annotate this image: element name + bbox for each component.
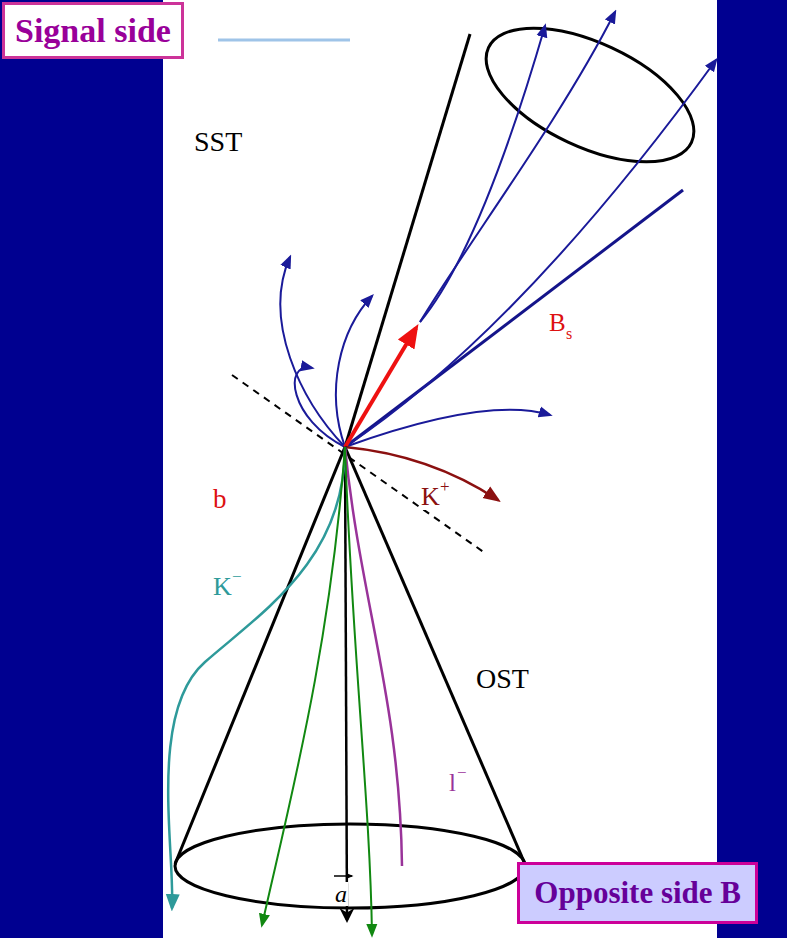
particle-label: K	[212, 574, 233, 600]
heading-box: Signal side	[2, 2, 184, 59]
quark-label: b	[212, 486, 228, 513]
box-text: Opposite side B	[534, 875, 741, 911]
charge-superscript: −	[456, 764, 468, 781]
box-text: Signal side	[15, 11, 171, 50]
caption-box: Opposite side B	[517, 862, 758, 924]
particle-label: K	[420, 484, 441, 510]
cone-label: SST	[193, 128, 243, 156]
charge-superscript: −	[231, 568, 243, 585]
axis-label: a	[334, 882, 348, 906]
charge-superscript: +	[439, 478, 451, 495]
particle-subscript: s	[565, 326, 573, 342]
cone-label: OST	[475, 665, 530, 693]
particle-label: B	[548, 310, 567, 335]
